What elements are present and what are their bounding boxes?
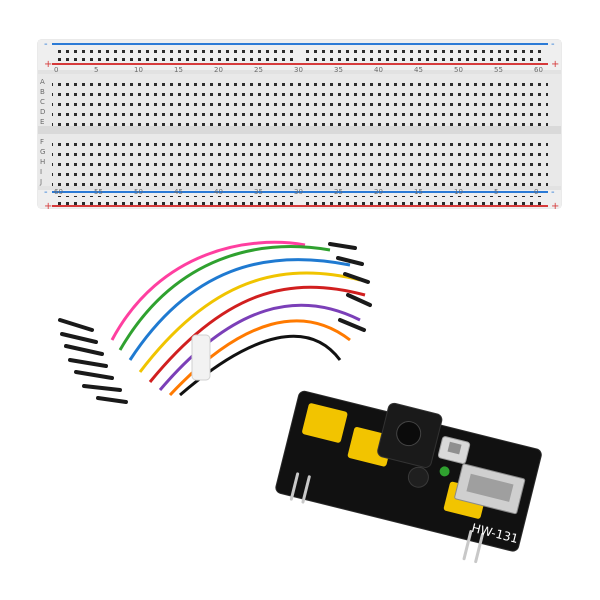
wire-pins-left [58,318,128,404]
wire-blue [128,258,351,361]
top-rail-holes-right [306,46,546,62]
col-num-top-10: 10 [134,66,143,74]
power-module: HW-131 [275,390,542,564]
row-letter-j: J [39,178,42,186]
col-num-bottom-30: 30 [294,188,303,196]
col-num-top-35: 35 [334,66,343,74]
row-letter-b: B [40,88,45,96]
col-num-bottom-55: 55 [94,188,103,196]
bottom-divider [38,186,561,190]
column-numbers-top: 0 5 10 15 20 25 30 35 40 45 50 55 60 [54,66,543,74]
switch-knob [447,441,462,455]
pin-7 [96,396,128,404]
jumper-wires-bundle [58,240,372,404]
col-num-bottom-0: 0 [534,188,538,196]
col-num-bottom-45: 45 [174,188,183,196]
pin-5 [74,370,114,380]
leg-2 [301,475,311,504]
col-num-bottom-25: 25 [334,188,343,196]
row-letters-bottom: F G H I J [39,138,45,186]
bottom-right-minus: - [551,187,555,198]
column-numbers-bottom: 60 55 50 45 40 35 30 25 20 15 10 5 0 [54,188,538,196]
bottom-left-plus: + [44,201,52,212]
row-letter-f: F [40,138,44,146]
pin-2 [60,332,98,344]
row-letters-top: A B C D E [40,78,45,126]
col-num-bottom-20: 20 [374,188,383,196]
col-num-bottom-50: 50 [134,188,143,196]
bottom-rail-holes-left [54,196,294,206]
row-letter-d: D [40,108,45,116]
top-right-plus: + [551,59,559,70]
row-letter-c: C [40,98,45,106]
col-num-bottom-60: 60 [54,188,63,196]
pin-3 [64,344,104,356]
col-num-top-60: 60 [534,66,543,74]
bottom-right-plus: + [551,201,559,212]
col-num-top-20: 20 [214,66,223,74]
pin-r-2 [336,256,364,266]
dc-jack-opening [396,421,422,447]
pcb-group: HW-131 [275,390,542,564]
col-num-bottom-35: 35 [254,188,263,196]
col-num-bottom-40: 40 [214,188,223,196]
top-divider [38,70,561,74]
pin-1 [58,318,94,332]
upper-main-holes [52,76,548,126]
pin-r-4 [346,293,372,307]
wire-green [118,245,331,351]
col-num-top-5: 5 [94,66,98,74]
row-letter-h: H [40,158,45,166]
lower-main-holes [52,136,548,186]
pin-6 [82,384,122,392]
row-letter-g: G [40,148,45,156]
col-num-top-15: 15 [174,66,183,74]
wire-pink [110,240,306,341]
wire-purple [158,303,361,391]
col-num-top-30: 30 [294,66,303,74]
col-num-bottom-15: 15 [414,188,423,196]
pin-r-1 [328,242,357,250]
col-num-top-55: 55 [494,66,503,74]
pin-r-5 [338,318,366,332]
row-letter-a: A [40,78,45,86]
col-num-top-45: 45 [414,66,423,74]
top-left-plus: + [44,59,52,70]
row-letter-e: E [40,118,44,126]
top-right-minus: - [551,39,555,50]
wire-red [148,285,366,383]
col-num-top-0: 0 [54,66,58,74]
leg-3 [462,530,473,561]
row-letter-i: I [40,168,42,176]
wire-yellow [138,271,361,373]
col-num-top-40: 40 [374,66,383,74]
bottom-rail-holes-right [306,196,546,206]
center-channel [38,126,561,134]
pin-r-3 [343,272,370,284]
module-pin-legs [289,472,484,564]
pin-4 [68,358,108,368]
breadboard: - + - + - + - + A B C D E F G H I J [37,39,562,212]
top-left-minus: - [44,39,48,50]
usb-port-inner [466,473,514,502]
col-num-bottom-5: 5 [494,188,498,196]
bottom-left-minus: - [44,187,48,198]
col-num-top-50: 50 [454,66,463,74]
cable-tie [191,334,211,381]
jumper-header-left [302,403,348,443]
col-num-top-25: 25 [254,66,263,74]
capacitor [407,466,429,488]
col-num-bottom-10: 10 [454,188,463,196]
leg-1 [289,472,300,501]
wire-pins-right [328,242,372,332]
wire-white [188,349,332,394]
led-green [439,466,450,477]
top-rail-holes-left [54,46,294,62]
leg-4 [474,532,484,564]
